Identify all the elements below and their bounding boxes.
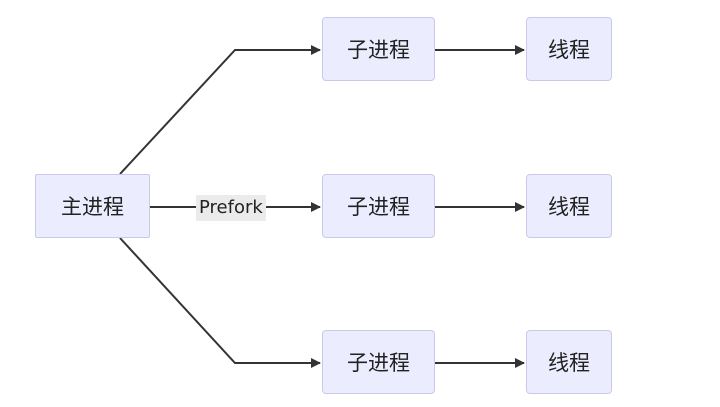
child-process-node-1: 子进程 [322,17,435,81]
child-process-node-2: 子进程 [322,174,435,238]
edge-main-to-child-1 [119,45,321,175]
thread-node-1: 线程 [526,17,612,81]
edge-main-to-child-3 [119,237,321,368]
thread-node-2: 线程 [526,174,612,238]
child-process-node-3: 子进程 [322,330,435,394]
prefork-edge-label: Prefork [196,195,266,221]
thread-node-3: 线程 [526,330,612,394]
main-process-node: 主进程 [35,174,150,238]
